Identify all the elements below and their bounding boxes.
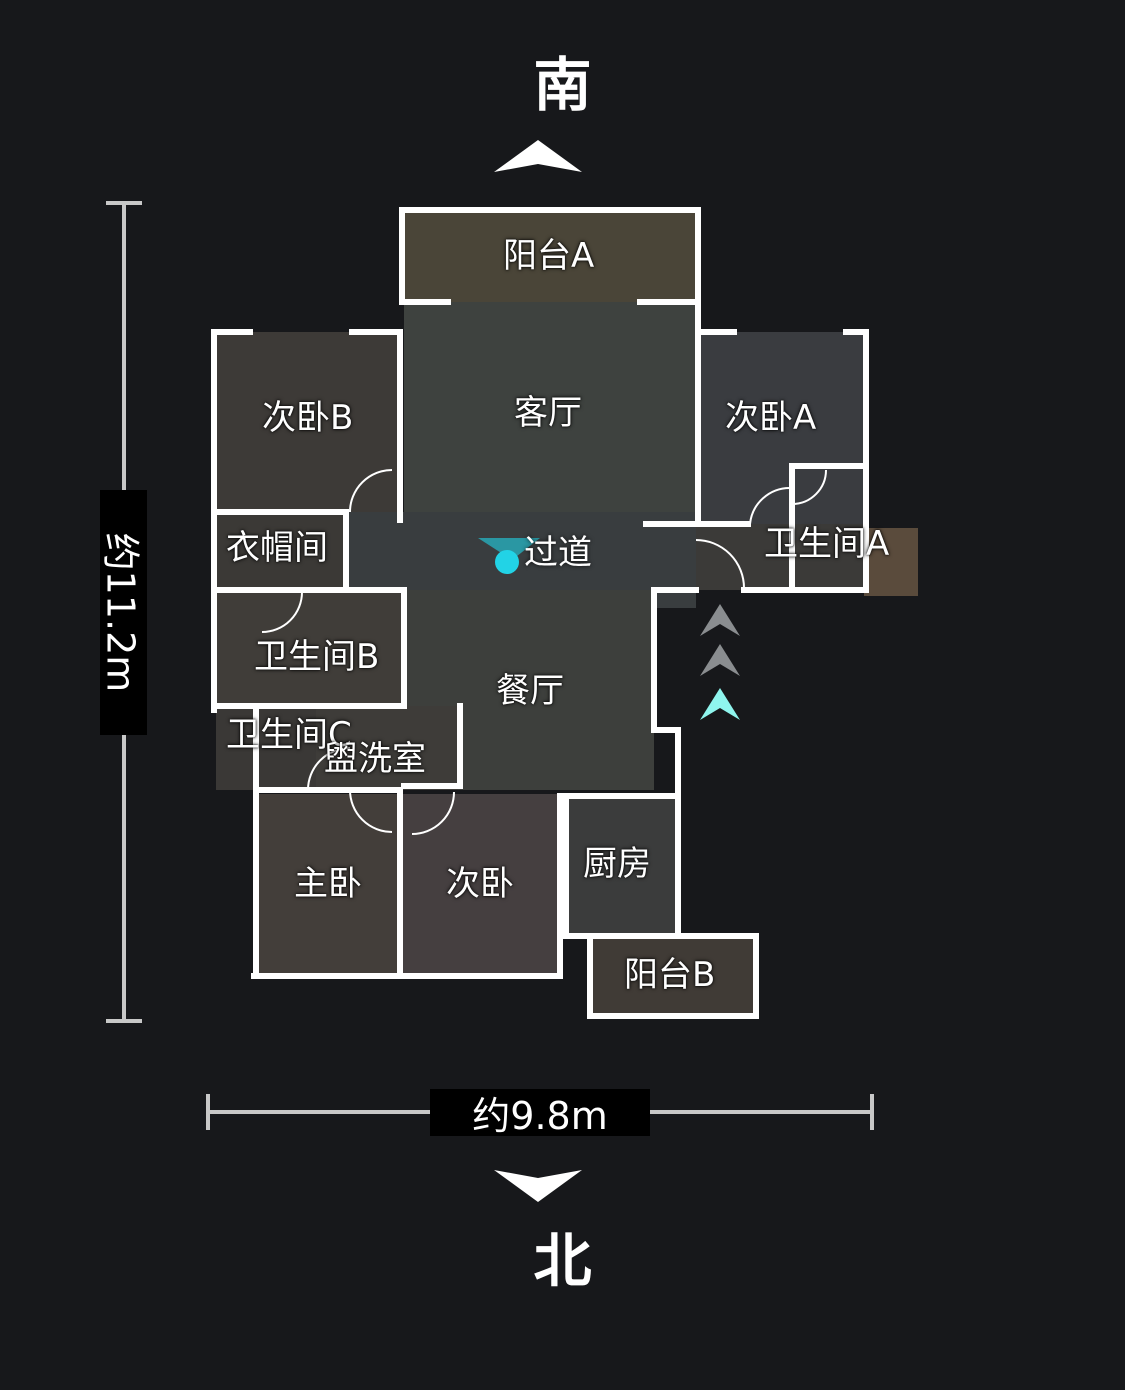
width-dimension-label: 约9.8m — [430, 1089, 650, 1138]
room-label-balcony-b: 阳台B — [624, 955, 716, 995]
floor-bath-a — [696, 524, 864, 590]
room-label-washroom: 盥洗室 — [324, 739, 426, 779]
room-label-bathroom-a: 卫生间A — [764, 524, 890, 564]
room-label-dining-room: 餐厅 — [496, 671, 564, 711]
room-label-bathroom-b: 卫生间B — [254, 637, 380, 677]
compass-south-label: 南 — [533, 51, 592, 119]
floor-wash — [316, 706, 458, 790]
chevron-down-icon — [494, 1170, 582, 1202]
chevron-up-icon — [494, 140, 582, 172]
chevron-up-icon — [700, 604, 740, 636]
room-label-cloakroom: 衣帽间 — [226, 528, 328, 568]
floor-cloak — [216, 512, 346, 588]
entry-chevrons — [700, 604, 740, 720]
room-label-bedroom-b: 次卧B — [262, 398, 354, 438]
height-dimension-label: 约11.2m — [98, 490, 147, 735]
floor-bath-c — [216, 706, 316, 790]
floor-bedroom-a — [698, 332, 864, 524]
floor-wall-extension — [864, 528, 918, 596]
door-swings — [261, 469, 827, 835]
room-label-bedroom: 次卧 — [446, 864, 514, 904]
room-floors — [216, 210, 918, 1014]
room-label-living-room: 客厅 — [514, 393, 582, 433]
floor-bath-b — [216, 590, 404, 706]
floor-kitchen — [566, 794, 676, 936]
room-label-balcony-a: 阳台A — [503, 236, 595, 276]
floor-bedroom-b — [216, 332, 402, 512]
room-label-master-bedroom: 主卧 — [294, 864, 362, 904]
location-dot-icon — [478, 538, 540, 574]
chevron-up-icon — [700, 688, 740, 720]
room-label-bathroom-c: 卫生间C — [226, 715, 352, 755]
room-label-corridor: 过道 — [524, 533, 592, 573]
floor-living — [404, 302, 696, 542]
chevron-up-icon — [700, 644, 740, 676]
floor-bedroom — [402, 794, 560, 974]
compass-north-label: 北 — [533, 1227, 592, 1295]
room-label-kitchen: 厨房 — [583, 844, 651, 884]
walls — [211, 207, 869, 1019]
floor-balcony-b — [590, 938, 756, 1014]
floor-master — [254, 794, 400, 974]
room-label-bedroom-a: 次卧A — [725, 398, 817, 438]
floor-balcony-a — [404, 210, 696, 302]
